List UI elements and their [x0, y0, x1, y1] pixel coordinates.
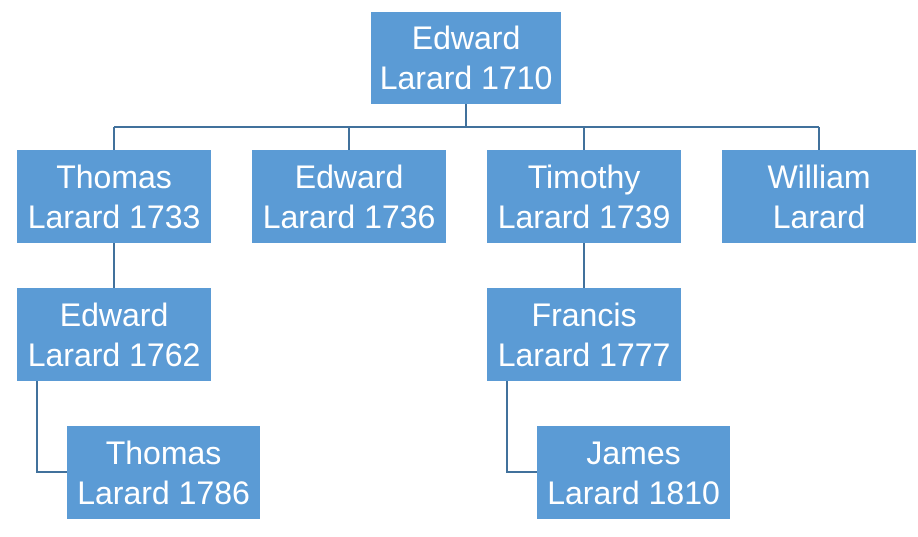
node-surname-year: Larard 1810 — [547, 474, 720, 511]
node-name: Thomas — [105, 434, 222, 471]
node-name: Edward — [294, 158, 404, 195]
node-surname-year: Larard 1786 — [77, 474, 250, 511]
node-surname-year: Larard 1739 — [497, 198, 671, 235]
node-thomas-larard-1786: Thomas Larard 1786 — [67, 426, 260, 519]
node-surname-year: Larard — [772, 198, 866, 235]
node-name: William — [767, 158, 871, 195]
node-surname-year: Larard 1710 — [379, 60, 553, 96]
node-surname-year: Larard 1777 — [497, 336, 671, 373]
node-name: James — [586, 434, 681, 471]
node-timothy-larard-1739: Timothy Larard 1739 — [487, 150, 681, 243]
node-james-larard-1810: James Larard 1810 — [537, 426, 730, 519]
node-name: Edward — [59, 296, 169, 333]
node-edward-larard-1736: Edward Larard 1736 — [252, 150, 446, 243]
node-francis-larard-1777: Francis Larard 1777 — [487, 288, 681, 381]
node-name: Francis — [531, 296, 637, 333]
node-surname-year: Larard 1736 — [262, 198, 436, 235]
node-edward-larard-1710: Edward Larard 1710 — [371, 12, 561, 104]
node-name: Edward — [411, 20, 521, 56]
node-surname-year: Larard 1733 — [27, 198, 201, 235]
node-name: Timothy — [527, 158, 641, 195]
node-edward-larard-1762: Edward Larard 1762 — [17, 288, 211, 381]
node-name: Thomas — [56, 158, 172, 195]
node-surname-year: Larard 1762 — [27, 336, 201, 373]
node-thomas-larard-1733: Thomas Larard 1733 — [17, 150, 211, 243]
node-william-larard: William Larard — [722, 150, 916, 243]
